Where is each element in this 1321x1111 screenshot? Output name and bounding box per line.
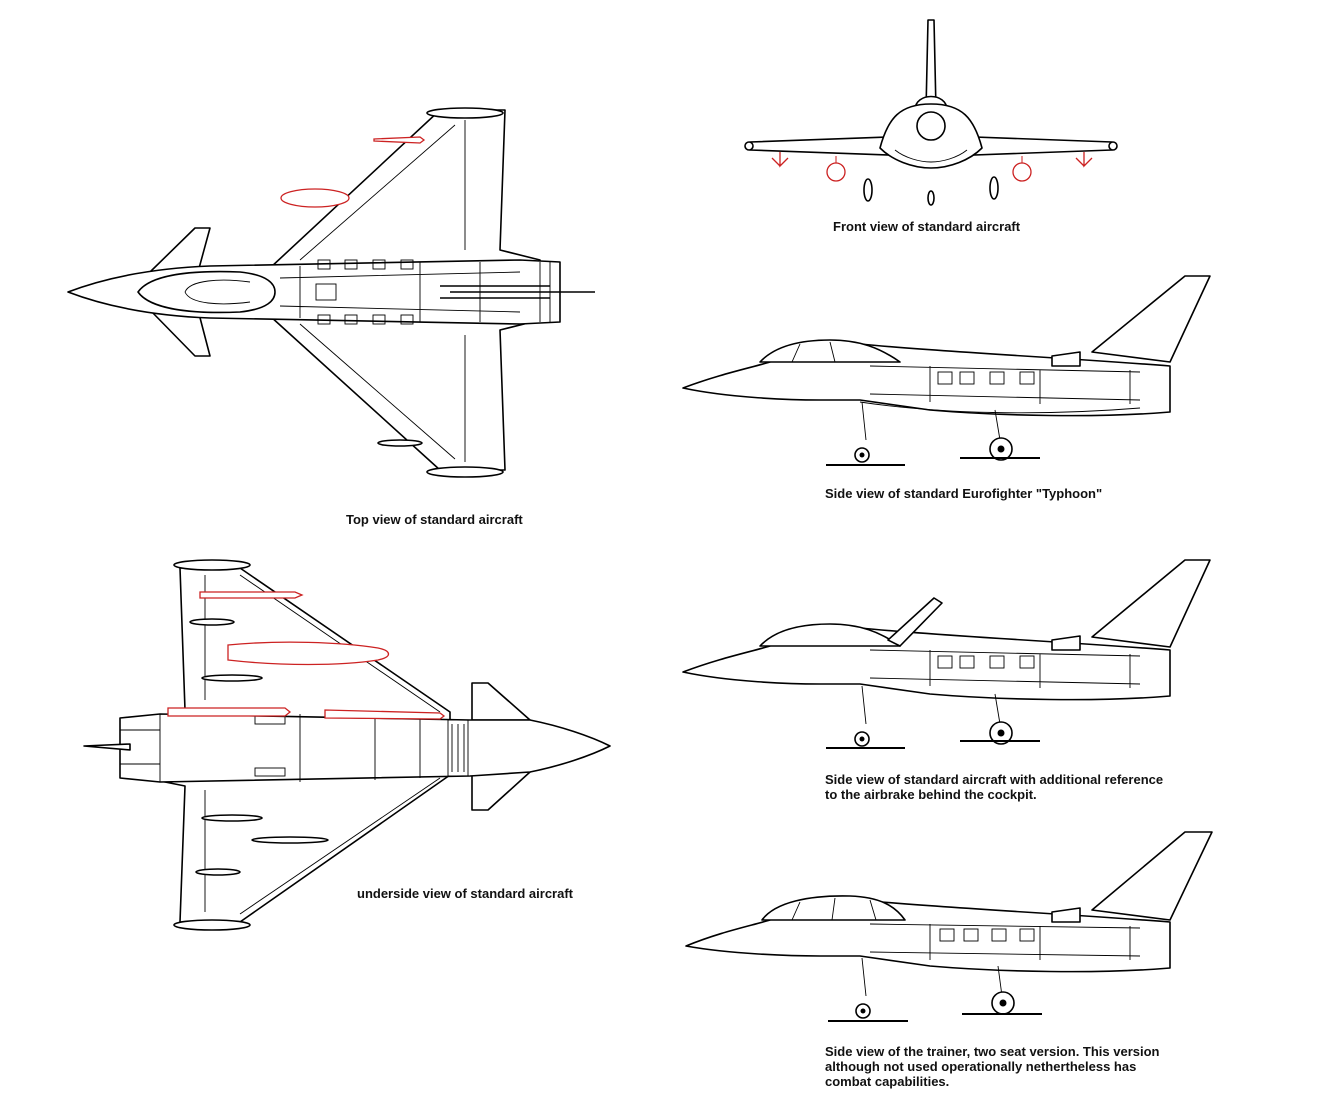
front-view-drawing — [744, 19, 1118, 206]
underside-missile-2 — [167, 707, 292, 717]
top-view-drawing — [67, 107, 595, 478]
underside-missile-1 — [199, 591, 304, 599]
underside-gun-vents — [447, 719, 469, 777]
top-view-caption: Top view of standard aircraft — [346, 512, 523, 527]
front-view-store-right — [1012, 162, 1032, 182]
side-view-2-canopy — [759, 623, 901, 647]
underside-missile-3 — [324, 709, 446, 720]
side-view-3-caption: Side view of the trainer, two seat versi… — [825, 1044, 1160, 1089]
front-view-store-left — [826, 162, 846, 182]
side-view-2-drawing — [682, 559, 1211, 749]
top-view-fuel-tank — [280, 188, 350, 208]
side-view-2-caption: Side view of standard aircraft with addi… — [825, 772, 1164, 802]
side-view-1-fin — [1091, 275, 1211, 363]
top-view-missile — [373, 136, 426, 144]
side-view-1-fuselage — [682, 341, 1171, 417]
underside-view-fuselage — [119, 713, 611, 783]
underside-view-drawing — [83, 559, 611, 931]
side-view-2-airbrake — [887, 597, 943, 647]
front-view-caption: Front view of standard aircraft — [833, 219, 1021, 234]
underside-view-caption: underside view of standard aircraft — [357, 886, 574, 901]
side-view-2-fin — [1091, 559, 1211, 648]
side-view-1-caption: Side view of standard Eurofighter "Typho… — [825, 486, 1103, 501]
underside-fuel-tank — [227, 641, 390, 666]
side-view-3-drawing — [685, 831, 1213, 1022]
side-view-1-drawing — [682, 275, 1211, 466]
side-view-1-canopy — [759, 339, 901, 363]
side-view-3-fin — [1091, 831, 1213, 921]
top-view-canopy — [137, 270, 276, 314]
